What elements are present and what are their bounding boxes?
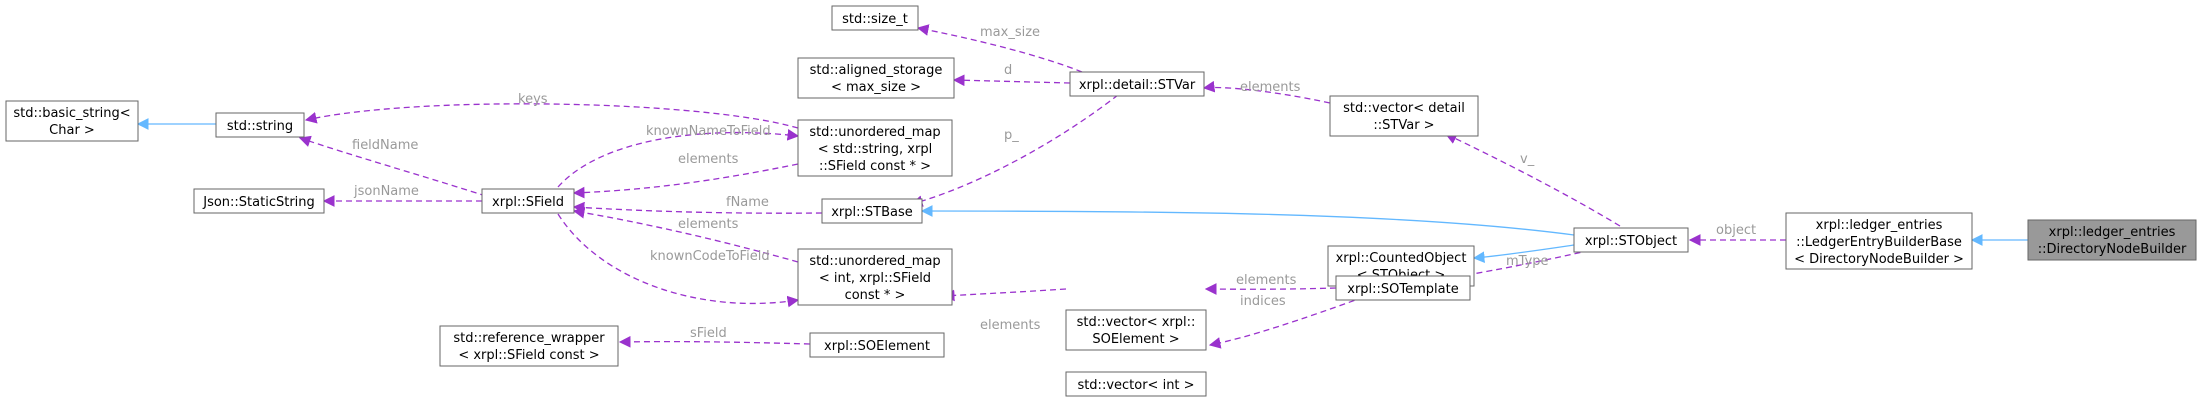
edge-knowncodetofield: knownCodeToField <box>557 213 800 308</box>
node-ref-wrapper-line-1: std::reference_wrapper <box>453 331 605 346</box>
edge-jsonname: jsonName <box>322 184 482 207</box>
edge-vec-soel-to-soelement: elements <box>942 288 1067 333</box>
node-builder-base-line-1: xrpl::ledger_entries <box>1816 218 1943 233</box>
node-static-string[interactable]: Json::StaticString <box>193 188 325 214</box>
edge-object: object <box>1688 223 1786 246</box>
node-umap-string-line-1: std::unordered_map <box>809 125 940 140</box>
node-vec-stvar-line-2: ::STVar > <box>1373 118 1434 133</box>
edge-label-keys: keys <box>518 92 548 107</box>
node-static-string-line-1: Json::StaticString <box>202 195 315 210</box>
node-basic-string-line-2: Char > <box>49 123 95 138</box>
edge-label-elements-d: elements <box>1236 273 1297 288</box>
node-vec-stvar[interactable]: std::vector< detail ::STVar > <box>1329 95 1479 137</box>
edge-sfield: sField <box>618 326 811 348</box>
node-vec-stvar-line-1: std::vector< detail <box>1343 101 1465 116</box>
node-sfield-line-1: xrpl::SField <box>492 195 564 210</box>
edge-label-knownnametofield: knownNameToField <box>646 124 771 139</box>
node-vec-soel-line-1: std::vector< xrpl:: <box>1077 315 1196 330</box>
edge-elements-umap-int: elements <box>572 206 799 263</box>
node-aligned-storage-line-2: < max_size > <box>831 80 921 95</box>
edge-elements-umap-string: elements <box>572 152 799 199</box>
node-umap-int[interactable]: std::unordered_map < int, xrpl::SField c… <box>797 248 953 306</box>
edge-label-mtype: mType <box>1506 254 1549 269</box>
node-sotemplate[interactable]: xrpl::SOTemplate <box>1335 275 1471 301</box>
node-umap-int-line-3: const * > <box>845 288 906 303</box>
edge-mtype: mType <box>1436 247 1601 285</box>
node-ref-wrapper[interactable]: std::reference_wrapper < xrpl::SField co… <box>439 325 619 367</box>
node-umap-string-line-2: < std::string, xrpl <box>818 142 932 157</box>
edge-label-elements-c: elements <box>1240 80 1301 95</box>
node-soelement[interactable]: xrpl::SOElement <box>809 332 945 358</box>
node-vec-int[interactable]: std::vector< int > <box>1065 371 1207 397</box>
node-size-t[interactable]: std::size_t <box>831 5 919 31</box>
edge-elements-vec-stvar: elements <box>1202 80 1331 104</box>
node-sfield[interactable]: xrpl::SField <box>481 188 575 214</box>
node-aligned-storage[interactable]: std::aligned_storage < max_size > <box>797 57 955 99</box>
edge-d: d <box>952 63 1071 87</box>
node-string-line-1: std::string <box>227 119 293 134</box>
edge-label-d: d <box>1004 63 1012 78</box>
edge-fname: fName <box>572 195 823 214</box>
edge-elements-vec-soel: elements <box>1204 273 1337 295</box>
edge-indices: indices <box>1208 294 1365 349</box>
edge-maxsize: max_size <box>916 24 1083 73</box>
edge-label-knowncodetofield: knownCodeToField <box>650 249 770 264</box>
node-vec-soel-line-2: SOElement > <box>1092 332 1179 347</box>
node-aligned-storage-line-1: std::aligned_storage <box>810 63 943 78</box>
edge-knownnametofield: knownNameToField <box>557 124 800 188</box>
node-stobject[interactable]: xrpl::STObject <box>1573 227 1689 253</box>
node-dir-builder-line-2: ::DirectoryNodeBuilder <box>2038 242 2187 257</box>
edge-stobject-inherits-stbase <box>920 205 1575 236</box>
edge-label-elements-a: elements <box>678 152 739 167</box>
edge-label-fieldname: fieldName <box>352 138 418 153</box>
node-soelement-line-1: xrpl::SOElement <box>824 339 930 354</box>
node-dir-builder-line-1: xrpl::ledger_entries <box>2049 225 2176 240</box>
node-vec-soelement[interactable]: std::vector< xrpl:: SOElement > <box>1065 309 1207 351</box>
node-basic-string[interactable]: std::basic_string< Char > <box>5 100 139 142</box>
node-counted-line-1: xrpl::CountedObject <box>1336 251 1467 266</box>
edge-label-v: v_ <box>1520 152 1535 167</box>
edge-label-sfield: sField <box>690 326 727 341</box>
node-size-t-line-1: std::size_t <box>842 12 908 27</box>
node-stbase-line-1: xrpl::STBase <box>831 205 913 220</box>
node-builder-base-line-2: ::LedgerEntryBuilderBase <box>1796 235 1962 250</box>
edge-label-p: p_ <box>1004 128 1019 143</box>
edge-label-jsonname: jsonName <box>353 184 419 199</box>
edge-p: p_ <box>910 94 1119 207</box>
node-umap-int-line-2: < int, xrpl::SField <box>819 271 931 286</box>
node-umap-string-line-3: ::SField const * > <box>819 159 931 174</box>
node-umap-int-line-1: std::unordered_map <box>809 254 940 269</box>
node-directory-node-builder[interactable]: xrpl::ledger_entries ::DirectoryNodeBuil… <box>2027 219 2197 261</box>
node-builder-base[interactable]: xrpl::ledger_entries ::LedgerEntryBuilde… <box>1785 212 1973 270</box>
node-stbase[interactable]: xrpl::STBase <box>821 198 923 224</box>
node-stvar[interactable]: xrpl::detail::STVar <box>1069 71 1205 97</box>
edge-label-maxsize: max_size <box>980 25 1040 40</box>
edge-label-elements-b: elements <box>678 217 739 232</box>
edge-label-indices: indices <box>1240 294 1286 309</box>
node-umap-string[interactable]: std::unordered_map < std::string, xrpl :… <box>797 119 953 177</box>
node-sotemplate-line-1: xrpl::SOTemplate <box>1347 282 1458 297</box>
edge-label-object: object <box>1716 223 1756 238</box>
edge-stobject-inherits-counted <box>1472 244 1575 264</box>
node-stvar-line-1: xrpl::detail::STVar <box>1079 78 1196 93</box>
node-builder-base-line-3: < DirectoryNodeBuilder > <box>1794 252 1964 267</box>
node-stobject-line-1: xrpl::STObject <box>1585 234 1677 249</box>
node-string[interactable]: std::string <box>215 112 305 138</box>
edge-keys: keys <box>304 92 799 129</box>
edge-label-elements-e: elements <box>980 318 1041 333</box>
node-vec-int-line-1: std::vector< int > <box>1077 378 1194 393</box>
edge-fieldname: fieldName <box>298 135 487 197</box>
edge-v: v_ <box>1444 133 1621 227</box>
node-basic-string-line-1: std::basic_string< <box>13 106 130 121</box>
node-ref-wrapper-line-2: < xrpl::SField const > <box>458 348 599 363</box>
edge-label-fname: fName <box>726 195 769 210</box>
